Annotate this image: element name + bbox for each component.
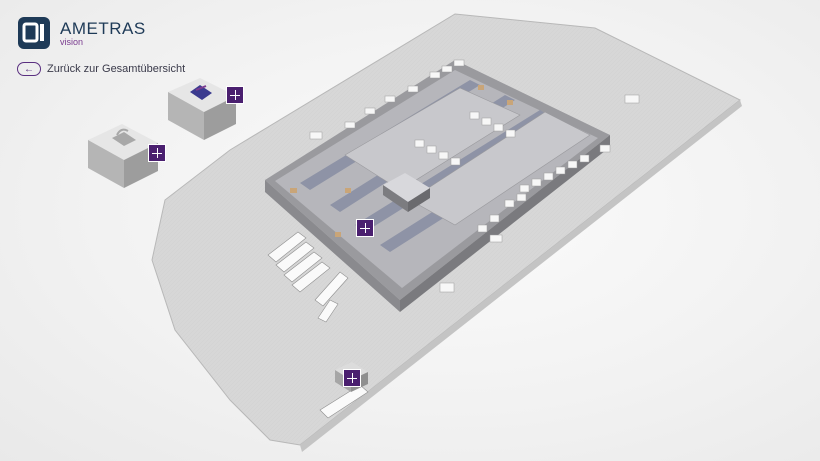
back-to-overview-link[interactable]: ← Zurück zur Gesamtübersicht [17,62,185,76]
hotspot-ametras-building-button[interactable] [226,86,244,104]
arrow-left-icon: ← [17,62,41,76]
ametras-logo: AMETRAS vision [17,16,146,50]
ametras-logo-icon [18,17,50,49]
brand-name: AMETRAS [60,18,146,38]
back-label: Zurück zur Gesamtübersicht [47,63,186,75]
hotspot-security-building-button[interactable] [148,144,166,162]
trucks [267,231,369,419]
parked-cars [309,59,640,293]
main-warehouse [265,60,610,312]
ametras-office-building [168,78,236,140]
hotspot-warehouse-button[interactable] [356,219,374,237]
hotspot-gate-house-button[interactable] [343,369,361,387]
brand-sub: vision [60,36,84,47]
